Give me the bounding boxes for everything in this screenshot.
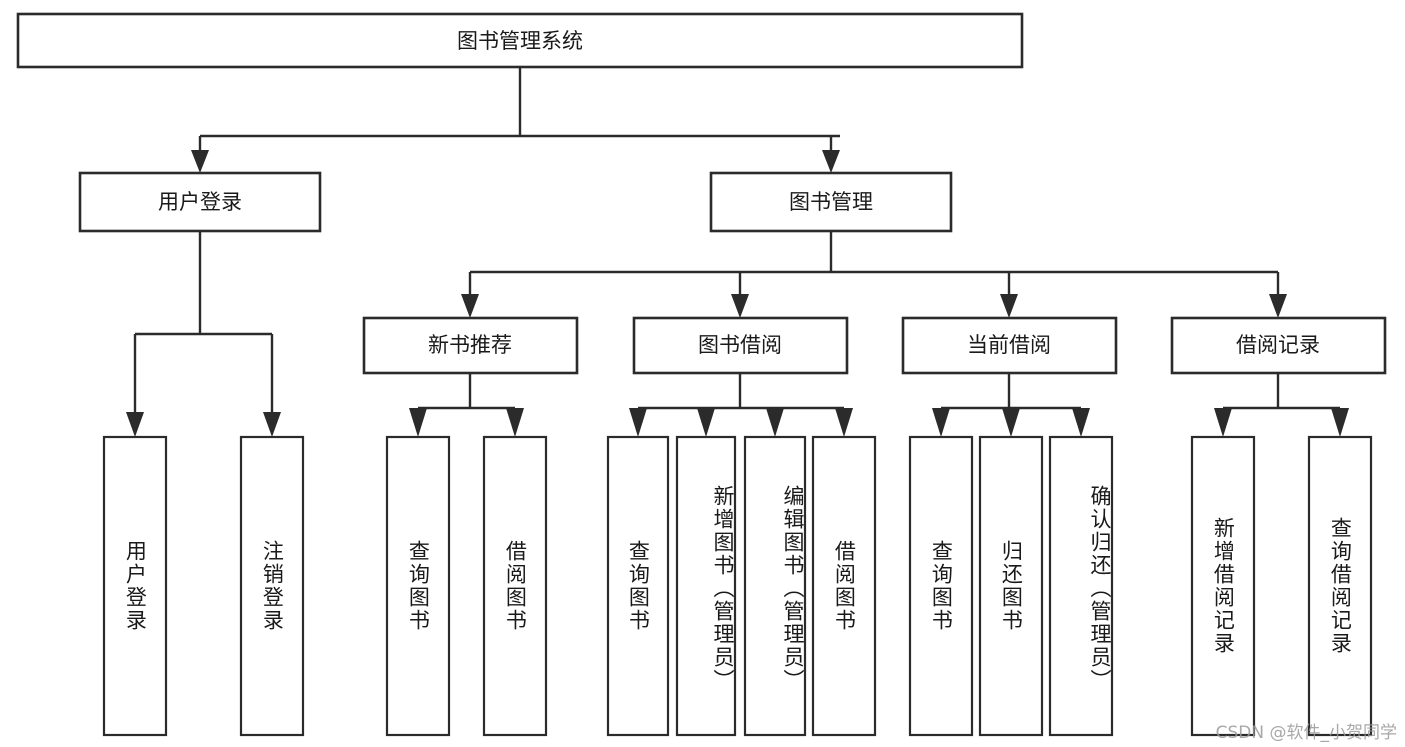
node-new-book-recommend[interactable]: 新书推荐: [362, 316, 579, 375]
node-leaf-return-book-box[interactable]: [978, 435, 1044, 737]
node-user-login-label: 用户登录: [158, 190, 242, 214]
node-book-borrow-label: 图书借阅: [698, 333, 782, 357]
arrowhead-leaf-query-book-bor: [629, 408, 647, 437]
arrowhead-leaf-query-borrow-record: [1331, 408, 1349, 437]
arrowhead-leaf-query-book-cur: [932, 408, 950, 437]
node-leaf-edit-book-admin-box[interactable]: [743, 435, 807, 737]
node-leaf-query-book-cur-box[interactable]: [908, 435, 974, 737]
node-leaf-borrow-book-bor-box[interactable]: [811, 435, 877, 737]
node-book-manage[interactable]: 图书管理: [709, 171, 953, 233]
node-leaf-query-borrow-record-box[interactable]: [1307, 435, 1373, 737]
arrowhead-borrow-record: [1269, 294, 1287, 318]
node-book-manage-label: 图书管理: [789, 190, 873, 214]
node-current-borrow-label: 当前借阅: [967, 333, 1051, 357]
node-leaf-logout-box[interactable]: [239, 435, 305, 737]
node-root[interactable]: 图书管理系统: [16, 12, 1024, 69]
node-leaf-borrow-book-rec-box[interactable]: [482, 435, 548, 737]
csdn-watermark: CSDN @软件_小贺同学: [1215, 723, 1397, 743]
node-leaf-confirm-return-admin-box[interactable]: [1048, 435, 1114, 737]
node-new-book-recommend-box[interactable]: [362, 316, 579, 375]
node-leaf-add-borrow-record-box[interactable]: [1190, 435, 1256, 737]
node-leaf-query-book-rec-box[interactable]: [385, 435, 451, 737]
arrowhead-leaf-borrow-book-rec: [506, 408, 524, 437]
node-new-book-recommend-label: 新书推荐: [428, 333, 512, 357]
arrowhead-leaf-query-book-rec: [409, 408, 427, 437]
arrowhead-user-login: [191, 150, 209, 173]
arrowhead-leaf-confirm-return-admin: [1072, 408, 1090, 437]
arrowhead-leaf-borrow-book-bor: [835, 408, 853, 437]
arrowhead-leaf-logout: [263, 412, 281, 437]
node-book-manage-box[interactable]: [709, 171, 953, 233]
node-book-borrow[interactable]: 图书借阅: [632, 316, 849, 375]
arrowhead-book-borrow: [731, 294, 749, 318]
node-current-borrow-box[interactable]: [901, 316, 1118, 375]
arrowhead-leaf-return-book: [1002, 408, 1020, 437]
arrowhead-new-book-recommend: [461, 294, 479, 318]
arrowhead-leaf-add-borrow-record: [1214, 408, 1232, 437]
arrowhead-leaf-edit-book-admin: [766, 408, 784, 437]
arrowhead-current-borrow: [1000, 294, 1018, 318]
node-root-box[interactable]: [16, 12, 1024, 69]
node-current-borrow[interactable]: 当前借阅: [901, 316, 1118, 375]
arrowhead-leaf-add-book-admin: [697, 408, 715, 437]
node-user-login-box[interactable]: [78, 171, 322, 233]
node-book-borrow-box[interactable]: [632, 316, 849, 375]
node-leaf-add-book-admin-box[interactable]: [675, 435, 737, 737]
connector-layer: [126, 67, 1349, 437]
node-leaf-user-login-box[interactable]: [102, 435, 168, 737]
node-leaf-query-book-bor-box[interactable]: [606, 435, 670, 737]
node-root-label: 图书管理系统: [457, 29, 583, 53]
node-borrow-record-label: 借阅记录: [1236, 333, 1320, 357]
node-borrow-record[interactable]: 借阅记录: [1170, 316, 1387, 375]
node-borrow-record-box[interactable]: [1170, 316, 1387, 375]
node-user-login[interactable]: 用户登录: [78, 171, 322, 233]
arrowhead-book-manage: [822, 150, 840, 173]
arrowhead-leaf-user-login: [126, 412, 144, 437]
leaf-box-layer: [102, 435, 1373, 737]
